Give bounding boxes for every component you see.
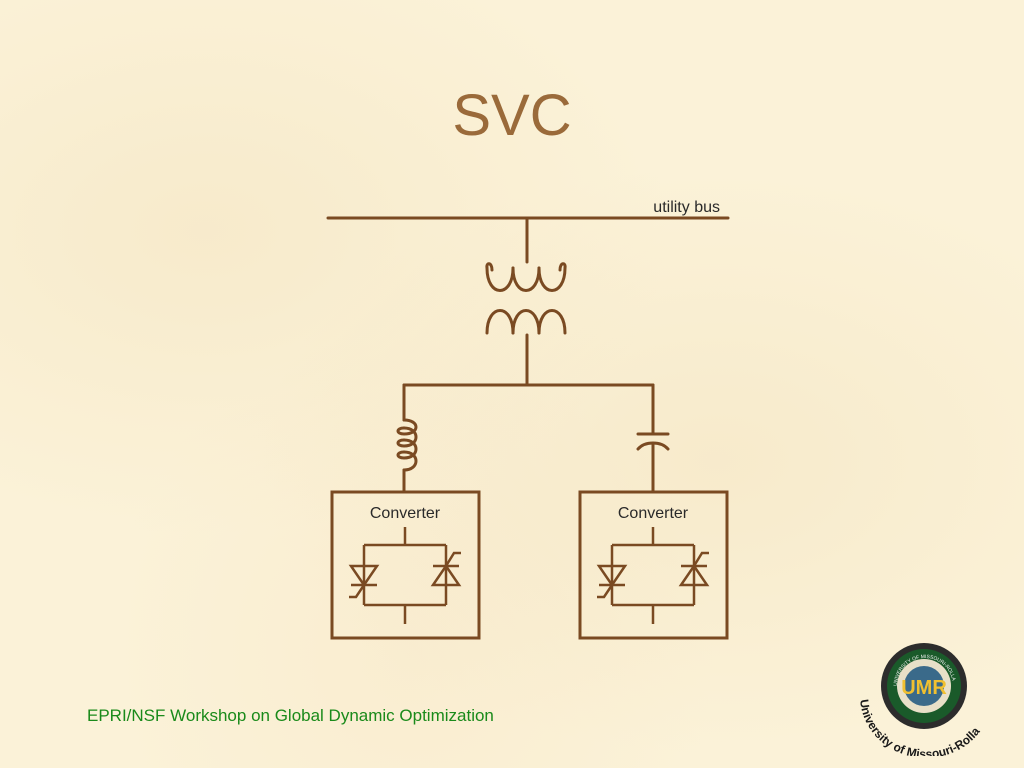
thyristor-icon xyxy=(348,564,380,588)
thyristor-icon xyxy=(678,563,710,587)
utility-bus-label: utility bus xyxy=(653,199,720,216)
thyristor-pair-left xyxy=(348,527,462,624)
converter-box-left xyxy=(330,490,481,640)
slide-title: SVC xyxy=(452,83,572,148)
transformer-primary-coil xyxy=(485,262,567,292)
thyristor-icon xyxy=(430,563,462,587)
university-seal-logo: UMR UNIVERSITY OF MISSOURI-ROLLA Univers… xyxy=(857,643,983,756)
converter-right-label: Converter xyxy=(618,505,689,522)
converter-left-label: Converter xyxy=(370,505,441,522)
converter-box-right xyxy=(578,490,729,640)
thyristor-icon xyxy=(596,564,628,588)
inductor-icon xyxy=(396,418,418,472)
footer-text: EPRI/NSF Workshop on Global Dynamic Opti… xyxy=(87,706,494,725)
logo-initials: UMR xyxy=(901,677,947,699)
thyristor-pair-right xyxy=(596,527,710,624)
transformer-secondary-coil xyxy=(485,309,567,335)
